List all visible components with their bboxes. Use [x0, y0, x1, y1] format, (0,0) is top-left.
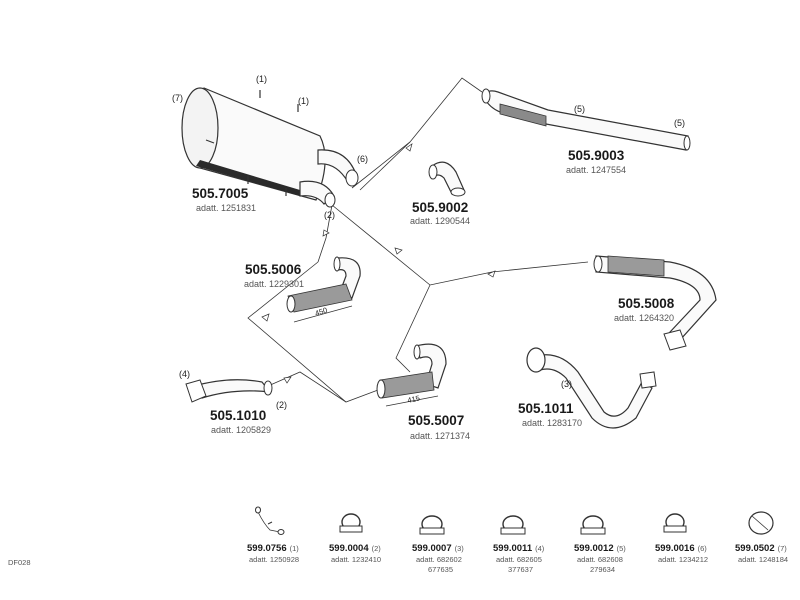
clamp-icon: [580, 515, 606, 535]
hardware-ref: (6): [698, 544, 708, 553]
hardware-icons: [255, 506, 774, 535]
hardware-number: 599.0756: [247, 543, 287, 554]
callout-label: (5): [574, 104, 585, 114]
svg-text:599.0011(4): 599.0011(4): [493, 543, 545, 554]
callout-label: (7): [172, 93, 183, 103]
adapt-code: adatt. 1264320: [614, 313, 674, 323]
callout-label: (3): [561, 379, 572, 389]
part-number: 505.9002: [412, 200, 468, 215]
part-number: 505.5008: [618, 296, 675, 311]
svg-text:599.0502(7): 599.0502(7): [735, 543, 787, 554]
hardware-adapt: adatt. 682608: [577, 555, 623, 564]
part-number: 505.7005: [192, 186, 249, 201]
hardware-ref: (5): [617, 544, 627, 553]
hardware-adapt: adatt. 1234212: [658, 555, 708, 564]
hardware-adapt: 279634: [590, 565, 615, 574]
tailpipe-505-9003: [481, 88, 691, 151]
callout-label: (6): [357, 154, 368, 164]
hardware-adapt: adatt. 682605: [496, 555, 542, 564]
clamp-icon: [500, 515, 526, 535]
front-pipe-505-1011: [526, 347, 657, 429]
hardware-adapt: 377637: [508, 565, 533, 574]
hardware-ref: (1): [290, 544, 300, 553]
hardware-adapt: adatt. 1232410: [331, 555, 381, 564]
clamp-icon: [339, 513, 363, 533]
hardware-ref: (7): [778, 544, 788, 553]
leader-lines: [247, 77, 589, 403]
part-number: 505.1010: [210, 408, 266, 423]
part-number: 505.5007: [408, 413, 464, 428]
hardware-number: 599.0502: [735, 543, 775, 554]
callout-label: (4): [179, 369, 190, 379]
flex-pipe-505-5007: [376, 343, 447, 407]
hardware-number: 599.0011: [493, 543, 533, 554]
dimension-label: 450: [314, 305, 329, 317]
hardware-number: 599.0004: [329, 543, 369, 554]
part-number: 505.5006: [245, 262, 302, 277]
callout-label: (1): [298, 96, 309, 106]
adapt-code: adatt. 1205829: [211, 425, 271, 435]
hardware-labels: 599.0756(1) adatt. 1250928 599.0004(2) a…: [247, 543, 788, 574]
hardware-adapt: adatt. 682602: [416, 555, 462, 564]
callout-label: (2): [276, 400, 287, 410]
drawing-code: DF028: [8, 558, 31, 567]
strap-hanger-icon: [255, 506, 285, 535]
part-number: 505.9003: [568, 148, 625, 163]
part-number: 505.1011: [518, 401, 574, 416]
adapt-code: adatt. 1251831: [196, 203, 256, 213]
callout-label: (2): [324, 210, 335, 220]
hardware-adapt: adatt. 1250928: [249, 555, 299, 564]
hardware-ref: (3): [455, 544, 465, 553]
hardware-adapt: adatt. 1248184: [738, 555, 788, 564]
callout-label: (5): [674, 118, 685, 128]
part-labels: 505.7005 adatt. 1251831 505.9002 adatt. …: [192, 148, 675, 441]
muffler-505-7005: [181, 87, 359, 208]
svg-text:599.0007(3): 599.0007(3): [412, 543, 464, 554]
svg-text:599.0016(6): 599.0016(6): [655, 543, 707, 554]
callout-label: (1): [256, 74, 267, 84]
dimension-label: 415: [407, 394, 421, 405]
flex-pipe-505-5008: [593, 255, 717, 351]
elbow-505-9002: [428, 161, 466, 197]
hardware-number: 599.0016: [655, 543, 695, 554]
adapt-code: adatt. 1229301: [244, 279, 304, 289]
hardware-ref: (2): [372, 544, 382, 553]
svg-text:599.0012(5): 599.0012(5): [574, 543, 626, 554]
hardware-ref: (4): [535, 544, 545, 553]
clamp-icon: [419, 515, 445, 535]
adapt-code: adatt. 1271374: [410, 431, 470, 441]
hardware-adapt: 677635: [428, 565, 453, 574]
hardware-number: 599.0007: [412, 543, 452, 554]
adapt-code: adatt. 1247554: [566, 165, 626, 175]
adapt-code: adatt. 1290544: [410, 216, 470, 226]
adapt-code: adatt. 1283170: [522, 418, 582, 428]
hardware-number: 599.0012: [574, 543, 614, 554]
gasket-ring-icon: [748, 511, 774, 535]
clamp-icon: [663, 513, 687, 533]
front-pipe-505-1010: [185, 379, 273, 403]
svg-text:599.0004(2): 599.0004(2): [329, 543, 381, 554]
svg-text:599.0756(1): 599.0756(1): [247, 543, 299, 554]
callouts: (1) (1) (7) (6) (2) (5) (5) (4) (2) (3): [172, 74, 685, 410]
flex-pipe-505-5006: [286, 256, 361, 323]
